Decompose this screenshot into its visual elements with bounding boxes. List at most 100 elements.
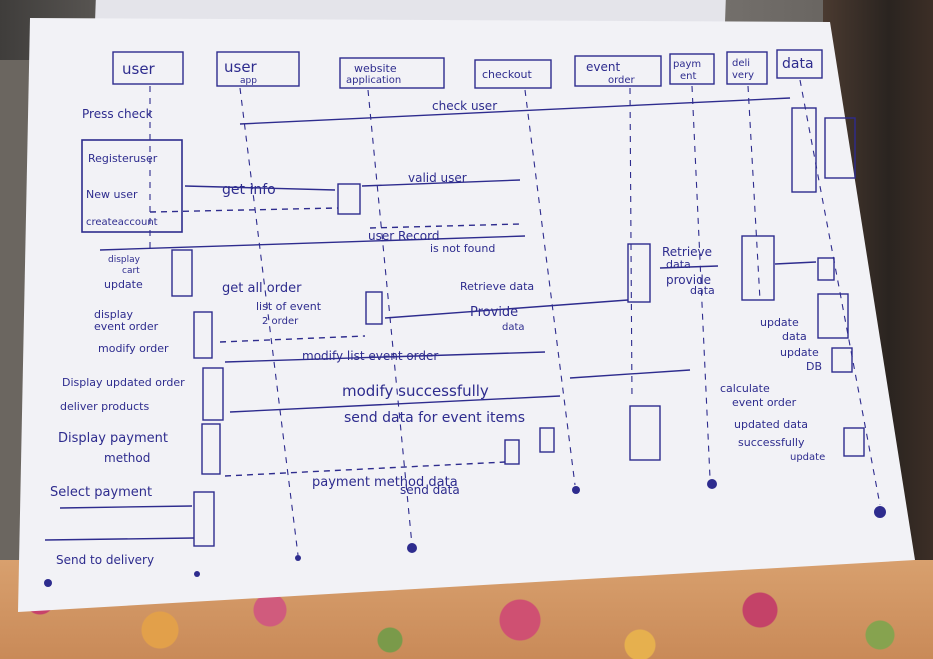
- message-arrow-retrieve-data: [384, 299, 629, 319]
- note-display-1: display: [108, 255, 141, 265]
- activation-data-4: [831, 347, 853, 373]
- message-arrow-check-user: [239, 97, 791, 125]
- note-cart: cart: [122, 266, 140, 276]
- msg-provide: Provide: [470, 305, 518, 320]
- end-marker-data: [874, 506, 886, 518]
- lifeline-data: [799, 79, 881, 506]
- user-registration-box: [81, 139, 183, 233]
- msg-valid-user: valid user: [408, 171, 467, 185]
- lifeline-label-payment: paym: [673, 59, 701, 70]
- message-arrow-select-payment: [59, 505, 193, 509]
- msg-retrieve: Retrieve: [662, 245, 712, 259]
- msg-get-all-order: get all order: [222, 281, 302, 296]
- user-box-line-3: createaccount: [86, 217, 158, 228]
- note-select-payment: Select payment: [50, 485, 152, 500]
- message-arrow-modify-list: [224, 351, 546, 363]
- end-marker-website: [407, 543, 417, 553]
- note-display-updated: Display updated order: [62, 376, 185, 389]
- user-box-line-2: New user: [86, 188, 138, 201]
- message-arrow-modify-successfully: [229, 395, 561, 413]
- lifeline-sub-website: application: [346, 75, 401, 86]
- msg-provide-2: provide: [666, 273, 711, 287]
- activation-website-2: [365, 291, 383, 325]
- msg-check-user: check user: [432, 99, 497, 113]
- msg-calculate: calculate: [720, 382, 770, 395]
- lifeline-label-user: user: [122, 60, 156, 78]
- message-arrow-get-info: [184, 185, 336, 191]
- message-arrow-return-info: [149, 207, 339, 213]
- message-arrow-list-of-event: [219, 335, 366, 343]
- msg-2-order: 2 order: [262, 316, 299, 327]
- activation-data-1: [791, 107, 817, 193]
- lifeline-box-user-app: [216, 51, 300, 87]
- lifeline-label-delivery: deli: [732, 58, 750, 69]
- message-arrow-payment-method: [224, 461, 506, 477]
- lifeline-sub-payment: ent: [680, 71, 696, 82]
- msg-get-info: get info: [222, 182, 276, 198]
- activation-event-1: [627, 243, 651, 303]
- end-marker-payment: [707, 479, 717, 489]
- activation-checkout-1: [504, 439, 520, 465]
- msg-update-data: data: [782, 330, 807, 343]
- msg-update-2: update: [780, 346, 819, 359]
- msg-list-of-event: list of event: [256, 300, 322, 313]
- end-marker-checkout: [572, 486, 580, 494]
- activation-data-5: [843, 427, 865, 457]
- msg-provide-data: data: [502, 322, 525, 333]
- activation-user-app-5: [193, 491, 215, 547]
- activation-event-2: [629, 405, 661, 461]
- end-marker-user-app: [194, 571, 200, 577]
- lifeline-label-event: event: [586, 60, 620, 74]
- activation-user-app-4: [201, 423, 221, 475]
- message-arrow-return: [569, 369, 691, 379]
- msg-send-data-event-items: send data for event items: [344, 410, 525, 426]
- message-arrow-retrieve: [659, 265, 719, 269]
- note-display-payment: Display payment: [58, 431, 168, 446]
- activation-data-3: [817, 293, 849, 339]
- activation-user-app-2: [193, 311, 213, 359]
- lifeline-label-user-app: user: [224, 58, 258, 76]
- message-arrow-to-data: [774, 261, 817, 265]
- lifeline-label-data: data: [782, 56, 814, 72]
- msg-payment-method-data: payment method data: [312, 475, 458, 490]
- activation-delivery-1: [741, 235, 775, 301]
- msg-retrieve-data: Retrieve data: [460, 280, 534, 293]
- msg-send-data: send data: [400, 483, 460, 497]
- msg-successfully-update: update: [790, 452, 825, 463]
- msg-retrieve-data-2: data: [666, 258, 691, 271]
- lifeline-sub-event: order: [608, 75, 636, 86]
- lifeline-box-data: [776, 49, 823, 79]
- lifeline-label-checkout: checkout: [482, 68, 533, 81]
- msg-not-found: is not found: [430, 242, 495, 255]
- msg-successfully: successfully: [738, 436, 805, 449]
- lifeline-box-delivery: [726, 51, 768, 85]
- lifeline-label-website: website: [354, 62, 397, 75]
- message-arrow-user-record: [369, 223, 521, 229]
- lifeline-box-website: [339, 57, 445, 89]
- note-send-to-delivery: Send to delivery: [56, 553, 154, 567]
- lifeline-box-payment: [669, 53, 715, 85]
- note-display-2: display: [94, 308, 134, 321]
- note-method: method: [104, 451, 150, 465]
- msg-updated-data: updated data: [734, 418, 808, 431]
- message-arrow-valid-user: [361, 179, 521, 187]
- activation-user-app-3: [202, 367, 224, 421]
- lifeline-box-event-order: [574, 55, 662, 87]
- end-marker-user: [44, 579, 52, 587]
- lifeline-payment: [691, 85, 711, 479]
- msg-update: update: [760, 316, 799, 329]
- note-update: update: [104, 278, 143, 291]
- note-press-check: Press check: [82, 107, 153, 121]
- end-marker-user-app-2: [295, 555, 301, 561]
- activation-website-1: [337, 183, 361, 215]
- activation-data-6: [824, 117, 856, 179]
- msg-event-order: event order: [732, 396, 797, 409]
- note-modify-order: modify order: [98, 342, 169, 355]
- msg-user-record: user Record: [368, 229, 439, 243]
- activation-user-app-1: [171, 249, 193, 297]
- message-arrow-send-delivery: [44, 537, 195, 541]
- user-box-line-1: Registeruser: [88, 152, 158, 165]
- message-arrow-not-found: [99, 235, 526, 251]
- note-deliver-products: deliver products: [60, 400, 149, 413]
